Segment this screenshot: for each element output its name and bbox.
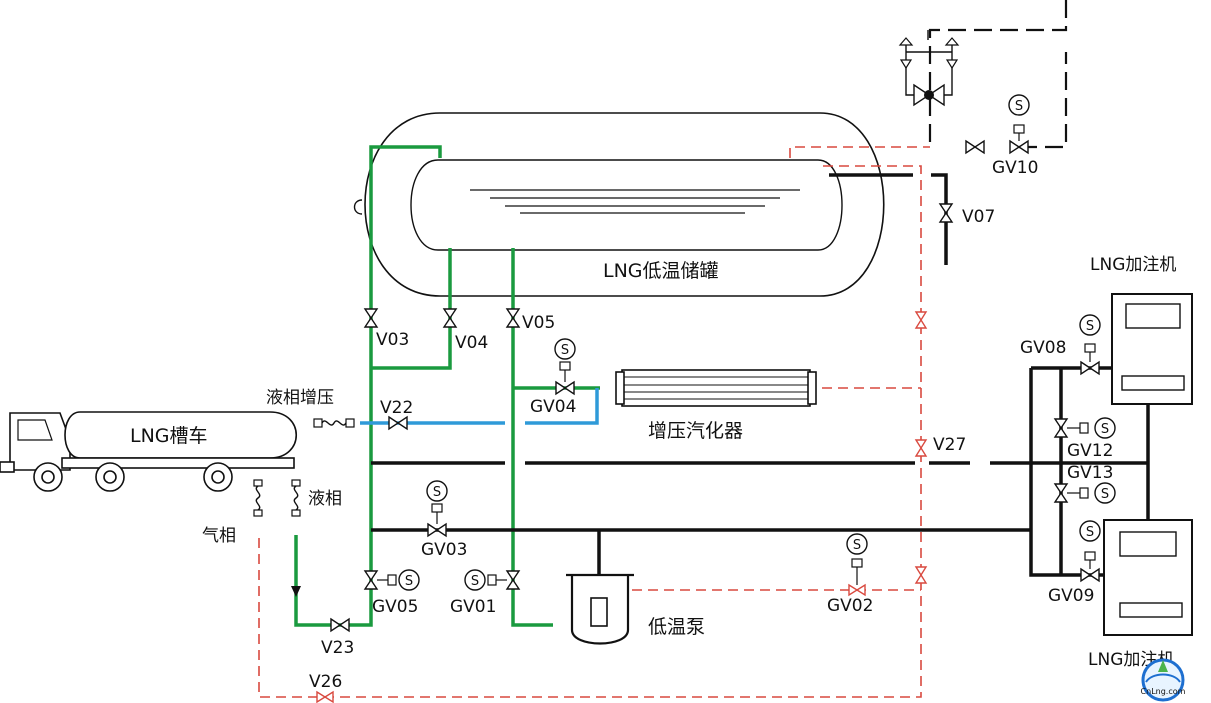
booster-vaporizer: 增压汽化器 [615,369,817,442]
label-v03: V03 [376,330,409,350]
gv12-solenoid-valve[interactable]: S [1054,417,1116,439]
label-v23: V23 [321,638,354,658]
label-liquid-boost: 液相增压 [266,388,334,408]
gv08-solenoid-valve[interactable]: S [1079,314,1101,375]
label-v27: V27 [933,435,966,455]
process-lines [371,173,1150,600]
label-v05: V05 [522,313,555,333]
svg-text:S: S [1015,99,1023,114]
vent-lines [258,146,930,698]
safety-valve-set [898,0,1068,154]
vaporizer-label: 增压汽化器 [648,420,743,442]
valve-v27-icon[interactable] [915,439,927,457]
dispenser-top[interactable]: LNG加注机 [1090,255,1193,405]
check-valve-icon [291,586,301,597]
svg-text:S: S [433,485,441,500]
valve-v07-icon[interactable] [939,203,953,223]
liquid-hose-icon[interactable] [291,479,301,517]
svg-text:S: S [853,538,861,553]
label-gv05: GV05 [372,597,418,617]
valve-v23-icon[interactable] [330,618,350,632]
dispenser-bottom[interactable] [1103,519,1193,636]
valve-v05-icon[interactable] [506,308,520,328]
gv09-solenoid-valve[interactable]: S [1079,520,1101,582]
svg-text:S: S [1086,525,1094,540]
label-gv13: GV13 [1067,463,1113,483]
gv13-solenoid-valve[interactable]: S [1054,482,1116,504]
booster-lines [360,388,599,425]
label-gas: 气相 [202,526,236,546]
lng-storage-tank: LNG低温储罐 [353,112,885,297]
label-v04: V04 [455,333,488,353]
svg-text:S: S [471,574,479,589]
gv05-solenoid-valve[interactable]: S [364,569,420,591]
truck-label: LNG槽车 [130,425,208,447]
gv04-solenoid-valve[interactable]: S [554,338,576,395]
gv03-solenoid-valve[interactable]: S [426,480,448,537]
cnlng-logo: CnLng.com [1141,658,1186,702]
booster-hose[interactable] [313,418,355,428]
label-gv01: GV01 [450,597,496,617]
label-v07: V07 [962,207,995,227]
pump-label: 低温泵 [648,616,705,638]
label-v22: V22 [380,398,413,418]
lng-truck: LNG槽车 [0,411,297,492]
label-v26: V26 [309,672,342,692]
gv01-solenoid-valve[interactable]: S [464,569,520,591]
vent-valve-icon[interactable] [965,140,985,154]
label-gv08: GV08 [1020,338,1066,358]
label-gv03: GV03 [421,540,467,560]
label-gv02: GV02 [827,596,873,616]
valve-v03-icon[interactable] [364,308,378,328]
svg-text:S: S [1101,487,1109,502]
gas-hose-icon[interactable] [253,479,263,517]
svg-text:S: S [1086,319,1094,334]
label-gv12: GV12 [1067,441,1113,461]
valve-v26-icon[interactable] [316,691,334,703]
label-liquid: 液相 [308,489,342,509]
svg-text:S: S [1101,422,1109,437]
svg-text:S: S [405,574,413,589]
valve-v04-icon[interactable] [443,308,457,328]
gv10-solenoid-valve[interactable]: S [1008,94,1030,154]
label-gv09: GV09 [1048,586,1094,606]
vent-check-icon[interactable] [915,566,927,584]
gv02-solenoid-valve[interactable]: S [846,533,868,596]
valve-v22-icon[interactable] [388,416,408,430]
label-gv04: GV04 [530,397,576,417]
vent-valve-upper-icon[interactable] [915,311,927,329]
tank-label: LNG低温储罐 [603,260,719,282]
svg-text:S: S [561,343,569,358]
logo-text: CnLng.com [1141,687,1186,696]
cryogenic-pump: 低温泵 [566,573,705,645]
label-gv10: GV10 [992,158,1038,178]
dispenser-top-label: LNG加注机 [1090,255,1176,275]
